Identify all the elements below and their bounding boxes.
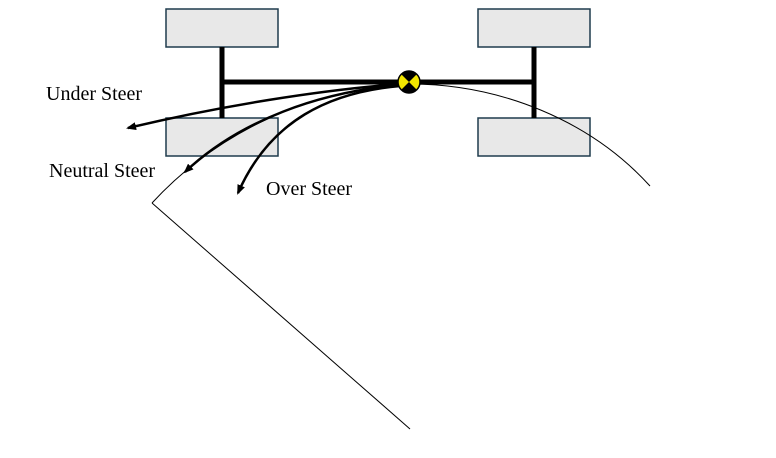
neutral-steer-trajectory	[183, 83, 401, 174]
over-steer-label: Over Steer	[266, 178, 353, 200]
neutral-steer-label: Neutral Steer	[49, 160, 156, 182]
reference-arc-right	[409, 83, 651, 187]
front-left-wheel	[165, 8, 279, 48]
reference-straight	[151, 202, 411, 430]
under-steer-trajectory	[126, 82, 401, 131]
front-right-wheel	[477, 8, 591, 48]
rear-right-wheel	[477, 117, 591, 157]
over-steer-trajectory	[236, 84, 401, 195]
center-of-gravity-icon	[397, 70, 421, 94]
under-steer-label: Under Steer	[46, 83, 143, 105]
rear-left-wheel	[165, 117, 279, 157]
